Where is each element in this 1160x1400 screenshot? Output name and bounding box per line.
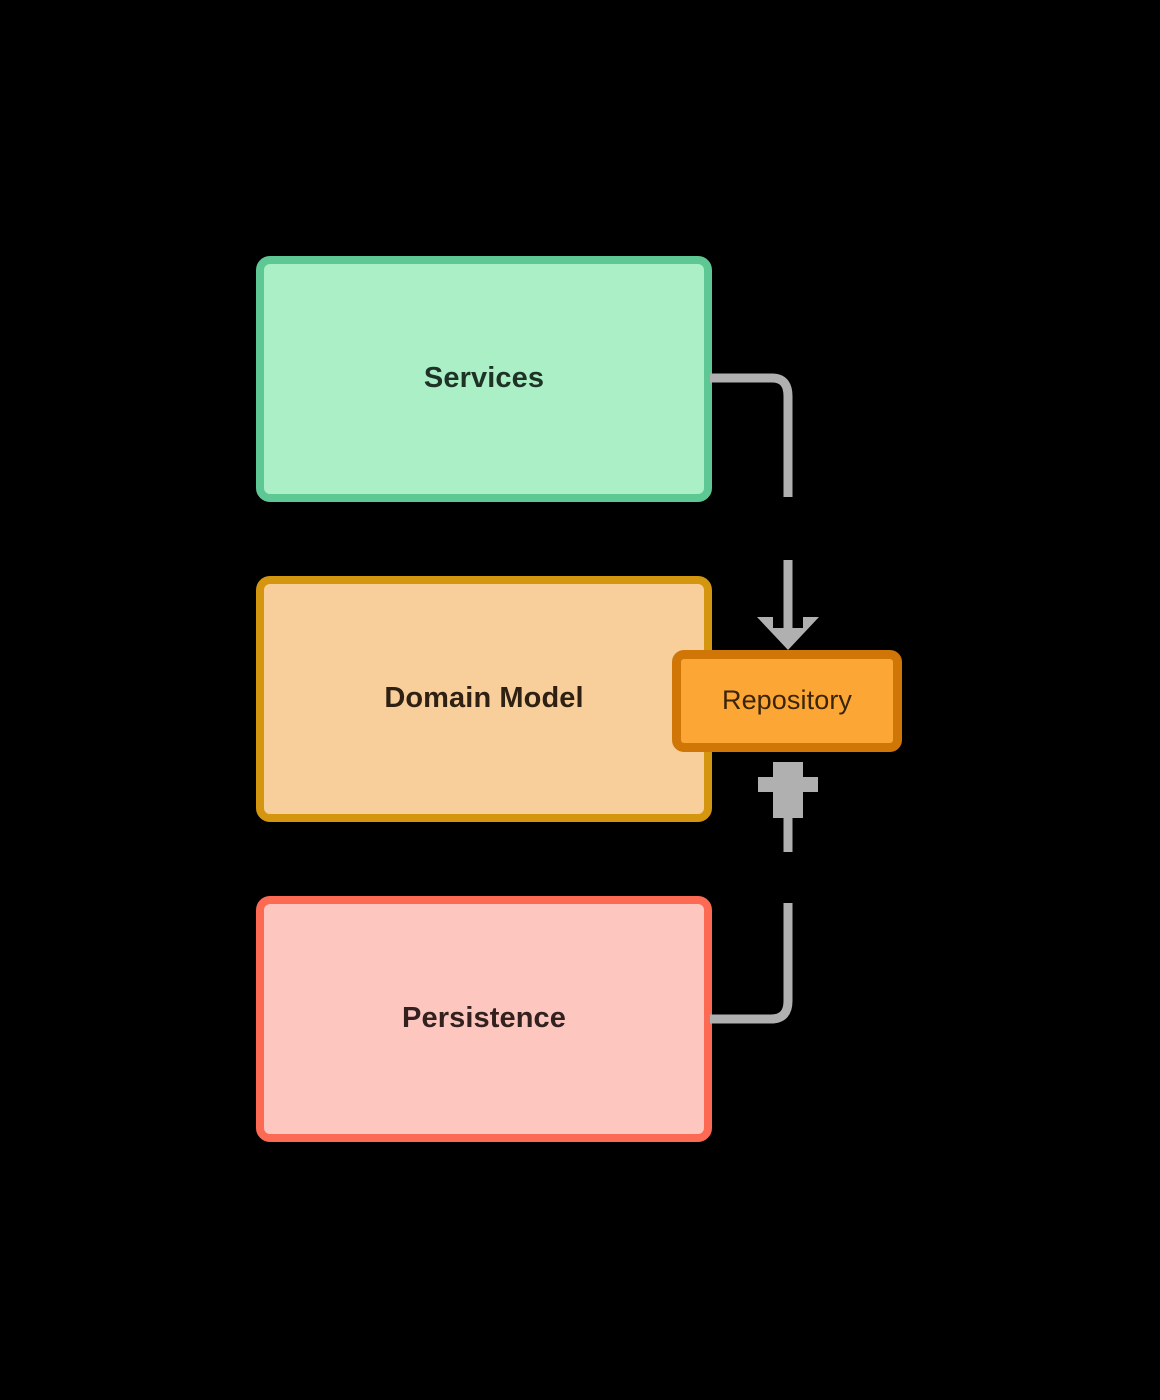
edge-segment-upper xyxy=(710,373,793,497)
node-repository-label: Repository xyxy=(721,685,853,716)
node-services-label: Services xyxy=(423,362,545,395)
node-repository[interactable]: Repository xyxy=(672,650,902,752)
node-domain-model[interactable]: Domain Model xyxy=(256,576,712,822)
cross-marker-icon xyxy=(758,762,818,818)
node-domain-model-label: Domain Model xyxy=(384,682,584,715)
edge-repository-to-persistence xyxy=(710,762,818,1024)
node-services[interactable]: Services xyxy=(256,256,712,502)
edge-services-to-repository xyxy=(710,373,819,650)
node-persistence-label: Persistence xyxy=(402,1002,566,1035)
node-persistence[interactable]: Persistence xyxy=(256,896,712,1142)
arrow-down-icon xyxy=(757,617,819,650)
edge-segment-lower xyxy=(710,903,793,1024)
